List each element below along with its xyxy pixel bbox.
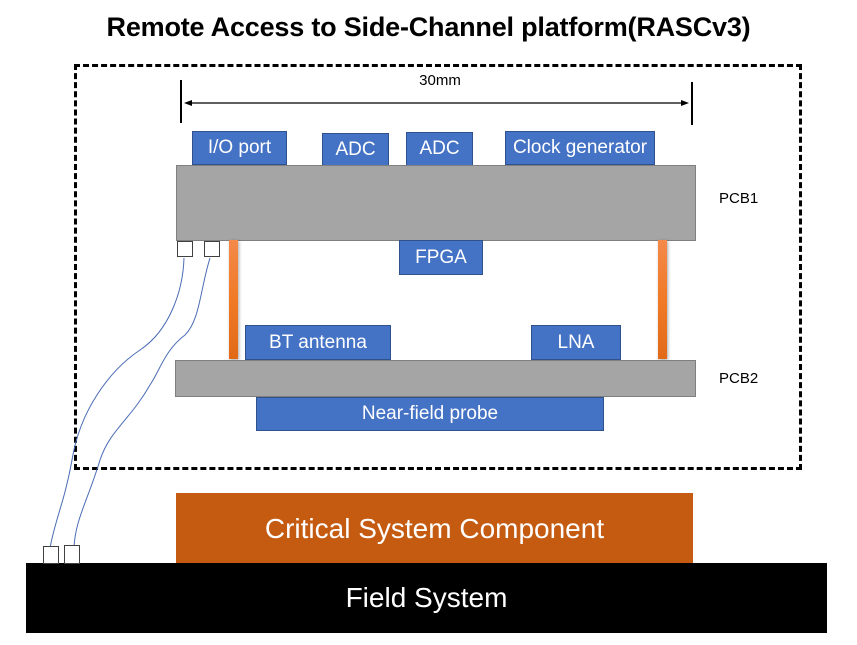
adc-chip-1: ADC	[322, 133, 389, 167]
field-connector-1	[43, 546, 59, 564]
wire-1	[49, 257, 185, 549]
pcb1-label: PCB1	[719, 190, 759, 207]
adc-chip-2: ADC	[406, 132, 473, 166]
clock-generator-chip: Clock generator	[505, 131, 655, 165]
standoff-left	[229, 240, 238, 359]
bt-antenna-chip: BT antenna	[245, 325, 391, 360]
standoff-right	[658, 240, 667, 359]
io-port-chip: I/O port	[192, 131, 287, 165]
dimension-label: 30mm	[419, 72, 461, 89]
rasc-platform-boundary	[74, 64, 802, 470]
fpga-chip: FPGA	[399, 240, 483, 275]
wire-2	[73, 257, 211, 549]
field-connector-2	[64, 545, 80, 564]
lna-chip: LNA	[531, 325, 621, 360]
dimension-arrow-right	[681, 100, 689, 106]
pcb-connector-2	[204, 241, 220, 257]
dimension-arrow-left	[184, 100, 192, 106]
diagram-title: Remote Access to Side-Channel platform(R…	[106, 12, 751, 42]
pcb1-board	[176, 165, 696, 241]
critical-system-component: Critical System Component	[176, 493, 693, 564]
pcb2-board	[175, 360, 696, 397]
near-field-probe: Near-field probe	[256, 397, 604, 431]
pcb-connector-1	[177, 241, 193, 257]
pcb2-label: PCB2	[719, 370, 759, 387]
field-system: Field System	[26, 563, 827, 633]
